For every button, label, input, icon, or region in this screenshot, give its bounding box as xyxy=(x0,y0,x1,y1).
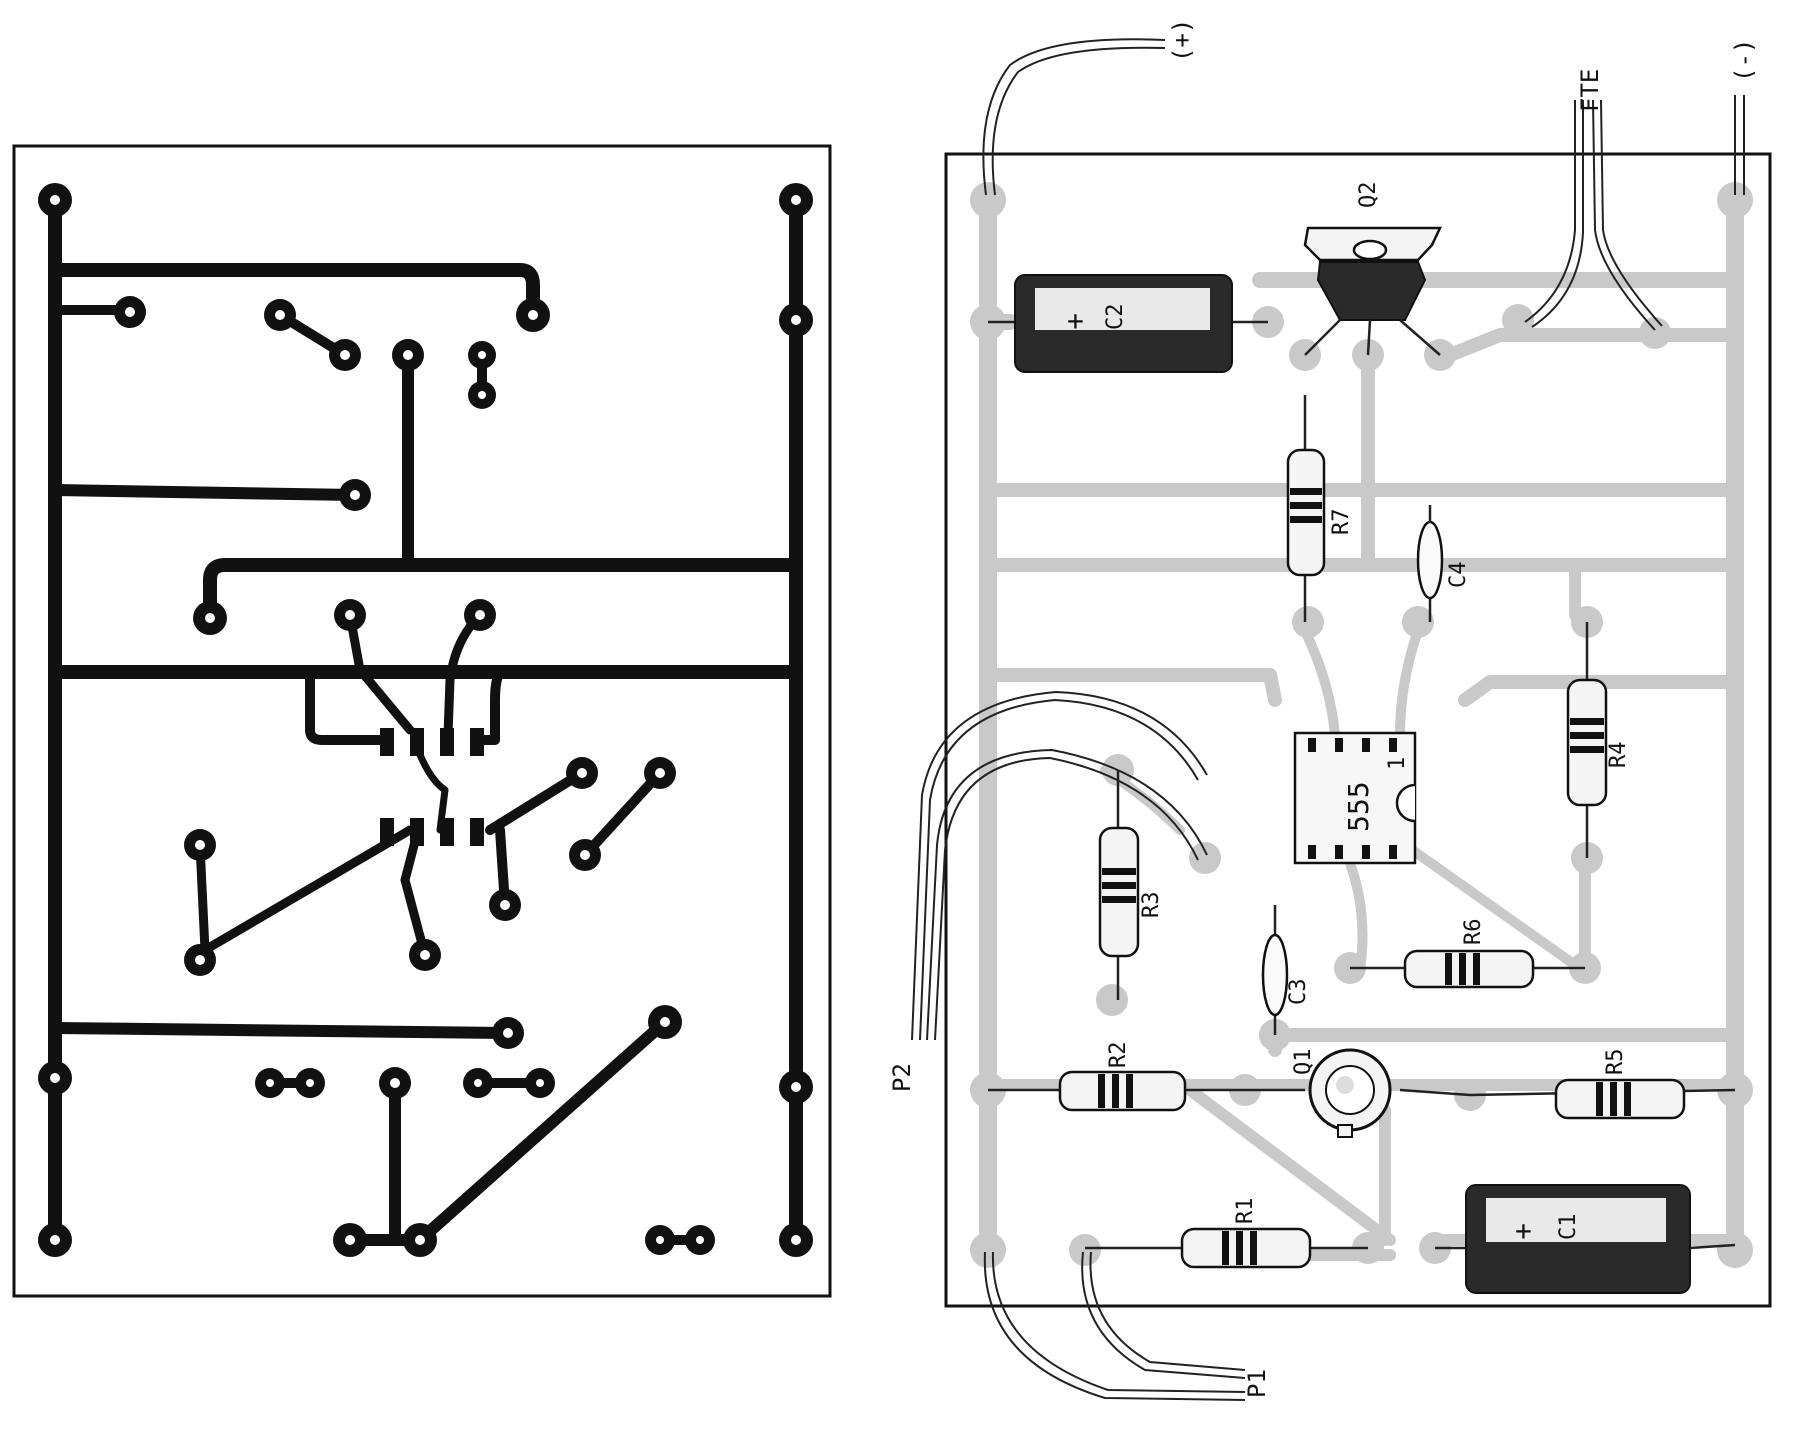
r7-label: R7 xyxy=(1329,509,1354,536)
c2-label: C4 xyxy=(1446,562,1471,589)
resistor-r2: R2 xyxy=(988,1042,1245,1112)
r5-label: R4 xyxy=(1606,742,1631,769)
wire-p2-a xyxy=(919,698,1199,1041)
c1-label: C1 xyxy=(1556,1214,1581,1241)
resistor-r4: R3 xyxy=(1098,770,1164,1000)
capacitor-c3: C3 xyxy=(1261,905,1311,1035)
negative-terminal-label: (-) xyxy=(1730,39,1758,82)
copper-side-view xyxy=(12,144,832,1298)
r3-label: R5 xyxy=(1603,1049,1628,1076)
resistor-r1: R1 xyxy=(1085,1198,1368,1269)
p2-terminal-label: P2 xyxy=(888,1063,916,1092)
copper-pads xyxy=(38,183,813,1257)
resistor-r6: R6 xyxy=(1350,919,1585,989)
copper-tracks xyxy=(48,193,803,1247)
fte-terminal-label: FTE xyxy=(1576,69,1604,112)
resistor-r5: R4 xyxy=(1566,622,1631,858)
r2-label: R2 xyxy=(1106,1042,1131,1069)
r1-label: R1 xyxy=(1233,1198,1258,1225)
wire-positive xyxy=(982,38,1166,196)
wire-p1-a xyxy=(983,1251,1246,1401)
transistor-q1: Q1 xyxy=(1245,1048,1471,1138)
c4-plus-mark: + xyxy=(1067,304,1084,337)
q2-label: Q2 xyxy=(1356,182,1381,209)
positive-terminal-label: (+) xyxy=(1168,19,1196,62)
component-side-view: + C2 Q2 R7 C4 xyxy=(888,19,1772,1401)
component-board-outline xyxy=(944,152,1772,1308)
resistor-r3: R5 xyxy=(1469,1049,1736,1120)
wire-fte-a xyxy=(1524,100,1576,323)
ic-pin1-label: 1 xyxy=(1385,757,1410,770)
capacitor-c2: C4 xyxy=(1416,505,1471,622)
q1-label: Q1 xyxy=(1291,1049,1316,1076)
c4-label: C2 xyxy=(1103,304,1128,331)
transistor-q2: Q2 xyxy=(1303,182,1442,356)
p1-terminal-label: P1 xyxy=(1243,1369,1271,1398)
resistor-r7: R7 xyxy=(1286,395,1354,622)
wire-p2-b xyxy=(934,756,1199,1041)
external-wires xyxy=(911,38,1745,1401)
capacitor-c1: + C1 xyxy=(1435,1184,1736,1294)
c1-plus-mark: + xyxy=(1515,1214,1532,1247)
r6-label: R6 xyxy=(1461,919,1486,946)
wire-p1-b xyxy=(1081,1251,1246,1379)
r4-label: R3 xyxy=(1139,892,1164,919)
ic-555-label: 555 xyxy=(1342,781,1375,832)
capacitor-c4: + C2 xyxy=(988,274,1268,373)
wire-fte-b xyxy=(1592,99,1656,331)
c3-label: C3 xyxy=(1286,979,1311,1006)
ic-555: 555 1 xyxy=(1293,731,1417,865)
copper-board-outline xyxy=(12,144,832,1298)
